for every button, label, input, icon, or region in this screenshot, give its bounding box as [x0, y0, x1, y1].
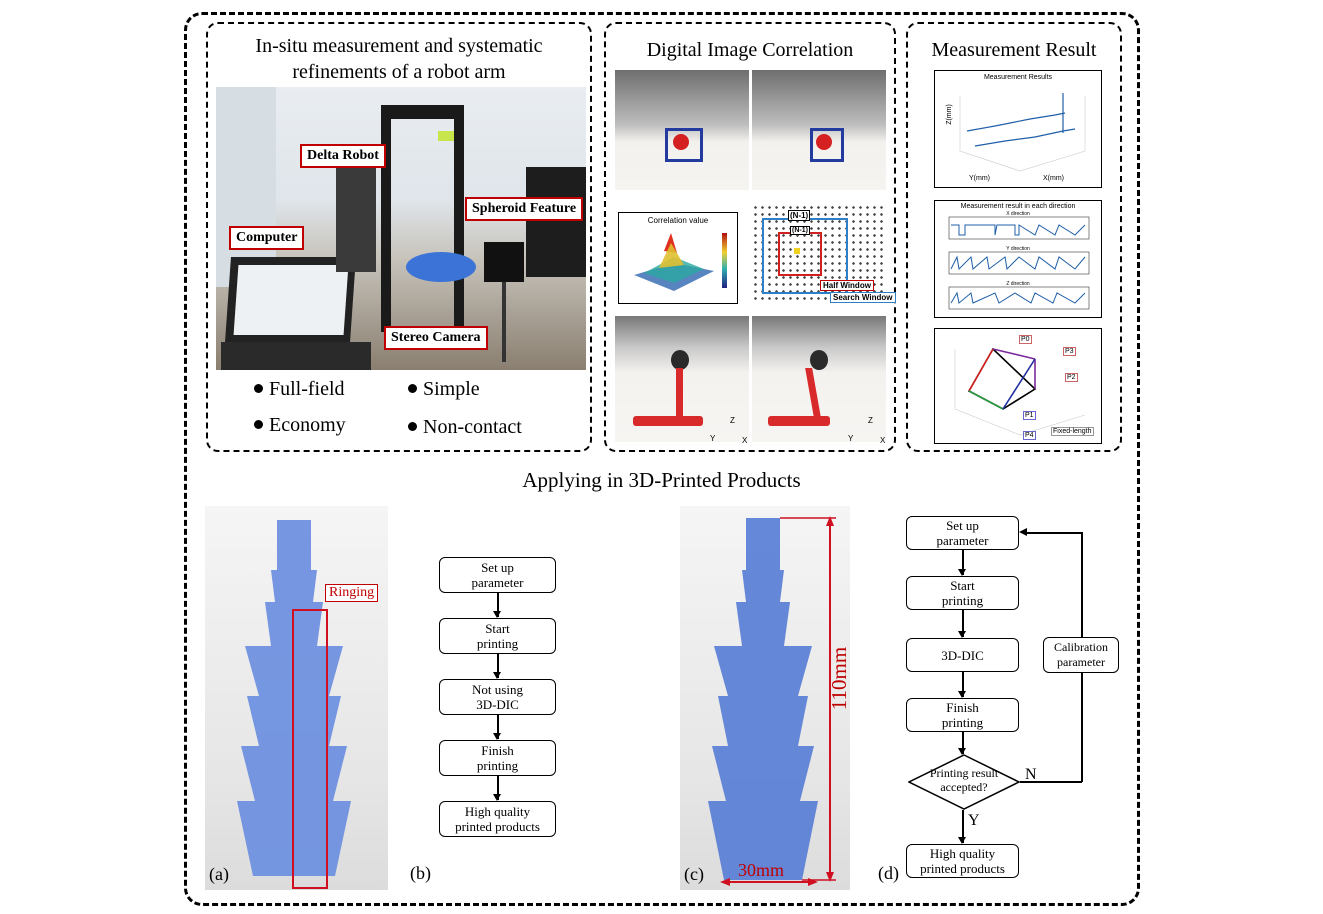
- outer-frame: [184, 12, 1140, 906]
- label-p4: P4: [1023, 431, 1036, 440]
- dic-panel-title: Digital Image Correlation: [646, 39, 854, 61]
- result-panel: Measurement Result Measurement Results Z…: [906, 22, 1122, 452]
- label-p2: P2: [1065, 373, 1078, 382]
- dic-image-right-bottom: [752, 316, 886, 442]
- result-panel-title: Measurement Result: [931, 39, 1097, 61]
- tower-photo-dimensions: 110mm 30mm (c): [680, 506, 850, 890]
- chart3-lines: [954, 347, 1086, 436]
- label-c: (c): [684, 864, 704, 884]
- arrow-b-2: [494, 654, 500, 679]
- width-dimension-label: 30mm: [738, 860, 785, 880]
- flow-d-3d-dic: 3D-DIC: [906, 638, 1019, 672]
- measurement-results-3d-plot: Measurement Results Z(mm) Y(mm) X(mm): [934, 70, 1102, 188]
- label-p0: P0: [1019, 335, 1032, 344]
- height-dimension-label: 110mm: [827, 646, 850, 711]
- axis-z-right: Z: [868, 416, 873, 425]
- axis-y-left: Y: [710, 434, 716, 443]
- label-n-1-top: (N-1): [788, 210, 811, 221]
- chart2-sub-y: Y direction: [1006, 246, 1030, 252]
- flow-d-decision-diamond: [908, 754, 1020, 810]
- section-title: Applying in 3D-Printed Products: [522, 468, 801, 492]
- bullet-economy: Economy: [254, 414, 346, 436]
- callout-spheroid-feature: Spheroid Feature: [465, 197, 584, 221]
- arrow-d-4: [959, 732, 965, 755]
- bullet-full-field: Full-field: [254, 378, 345, 400]
- label-p1: P1: [1023, 411, 1036, 420]
- chart1-zlabel: Z(mm): [945, 104, 953, 125]
- fixed-length-3d-plot: P0 P1 P2 P3 P4 Fixed-length: [934, 328, 1102, 444]
- arrow-d-3: [959, 672, 965, 698]
- dic-image-right-top: [752, 70, 886, 190]
- feedback-line-top: [1024, 532, 1082, 534]
- feedback-arrowhead: [1019, 528, 1027, 536]
- feedback-line-horizontal: [1020, 781, 1082, 783]
- tower-shape-a: [237, 520, 351, 876]
- label-p3: P3: [1063, 347, 1076, 356]
- arrow-b-3: [494, 715, 500, 740]
- ringing-highlight-box: [292, 609, 328, 889]
- arrow-b-1: [494, 593, 500, 618]
- robot-panel: In-situ measurement and systematic refin…: [206, 22, 592, 452]
- chart1-ylabel: Y(mm): [969, 175, 990, 182]
- ringing-label: Ringing: [325, 584, 379, 602]
- yes-label: Y: [968, 812, 980, 829]
- dic-panel: Digital Image Correlation Correlation va…: [604, 22, 896, 452]
- axis-y-right: Y: [848, 434, 854, 443]
- label-search-window: Search Window: [830, 292, 896, 303]
- label-fixed-length: Fixed-length: [1051, 427, 1094, 436]
- label-b: (b): [410, 863, 431, 883]
- axis-x-left: X: [742, 436, 748, 445]
- arrow-b-4: [494, 776, 500, 801]
- robot-panel-title-1: In-situ measurement and systematic: [255, 35, 543, 57]
- callout-computer: Computer: [229, 226, 305, 250]
- arrow-d-2: [959, 610, 965, 638]
- axis-x-right: X: [880, 436, 886, 445]
- callout-stereo-camera: Stereo Camera: [384, 326, 488, 350]
- bullet-simple: Simple: [408, 378, 480, 400]
- correlation-surface: [634, 233, 727, 291]
- label-d: (d): [878, 863, 899, 883]
- chart1-xlabel: X(mm): [1043, 175, 1064, 182]
- tower-shape-c: [708, 516, 836, 886]
- chart2-sub-x: X direction: [1006, 211, 1030, 217]
- robot-panel-title-2: refinements of a robot arm: [292, 61, 506, 83]
- arrow-d-1: [959, 550, 965, 576]
- axis-z-left: Z: [730, 416, 735, 425]
- label-n-1-inner: (N-1): [790, 226, 810, 235]
- search-window-grid: (N-1) (N-1) Half Window Search Window: [752, 204, 896, 304]
- label-a: (a): [209, 864, 229, 884]
- robot-setup-photo: [216, 87, 586, 370]
- arrow-d-yes: [959, 810, 965, 844]
- tower-photo-ringing: Ringing (a): [205, 506, 388, 890]
- chart2-title: Measurement result in each direction: [960, 203, 1076, 210]
- chart1-title: Measurement Results: [983, 74, 1053, 81]
- callout-delta-robot: Delta Robot: [300, 144, 386, 168]
- dic-image-left-top: [615, 70, 749, 190]
- chart2-lines: [948, 216, 1090, 310]
- chart1-lines: [959, 93, 1086, 172]
- bullet-non-contact: Non-contact: [408, 416, 522, 438]
- no-label: N: [1025, 766, 1037, 783]
- measurement-each-direction-plot: Measurement result in each direction X d…: [934, 200, 1102, 318]
- dic-image-left-bottom: [615, 316, 749, 442]
- correlation-value-plot: Correlation value: [618, 212, 738, 304]
- label-half-window: Half Window: [820, 280, 874, 291]
- chart2-sub-z: Z direction: [1006, 281, 1030, 287]
- correlation-title: Correlation value: [647, 216, 709, 225]
